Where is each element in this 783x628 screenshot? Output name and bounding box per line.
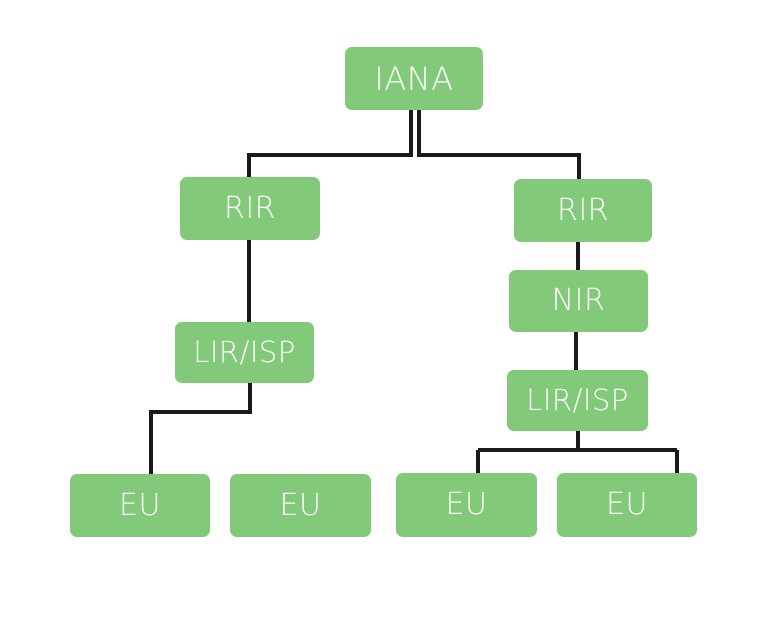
node-eu-3[interactable]: EU: [396, 473, 537, 537]
connector-iana-to-right-trunk: [417, 110, 581, 179]
node-label-rir-right: RIR: [556, 192, 610, 228]
node-lir-right[interactable]: LIR/ISP: [507, 370, 648, 431]
node-label-lir-right: LIR/ISP: [526, 383, 629, 417]
node-label-eu-2: EU: [279, 487, 322, 523]
connector-lir-left-to-eu1: [149, 383, 252, 474]
node-label-rir-left: RIR: [223, 190, 277, 226]
node-iana[interactable]: IANA: [345, 47, 483, 110]
node-label-eu-3: EU: [445, 487, 488, 522]
node-nir[interactable]: NIR: [509, 270, 648, 332]
node-eu-2[interactable]: EU: [230, 474, 371, 537]
node-label-eu-1: EU: [119, 487, 161, 523]
connector-group: [149, 110, 679, 474]
node-lir-left[interactable]: LIR/ISP: [175, 322, 314, 383]
node-rir-left[interactable]: RIR: [180, 177, 320, 240]
node-label-eu-4: EU: [606, 487, 648, 522]
node-label-nir: NIR: [551, 283, 606, 318]
node-eu-4[interactable]: EU: [557, 473, 697, 537]
node-eu-1[interactable]: EU: [70, 474, 210, 537]
connector-iana-to-left-trunk: [247, 110, 413, 177]
node-label-iana: IANA: [374, 59, 454, 98]
node-rir-right[interactable]: RIR: [514, 179, 652, 242]
node-label-lir-left: LIR/ISP: [193, 335, 296, 369]
